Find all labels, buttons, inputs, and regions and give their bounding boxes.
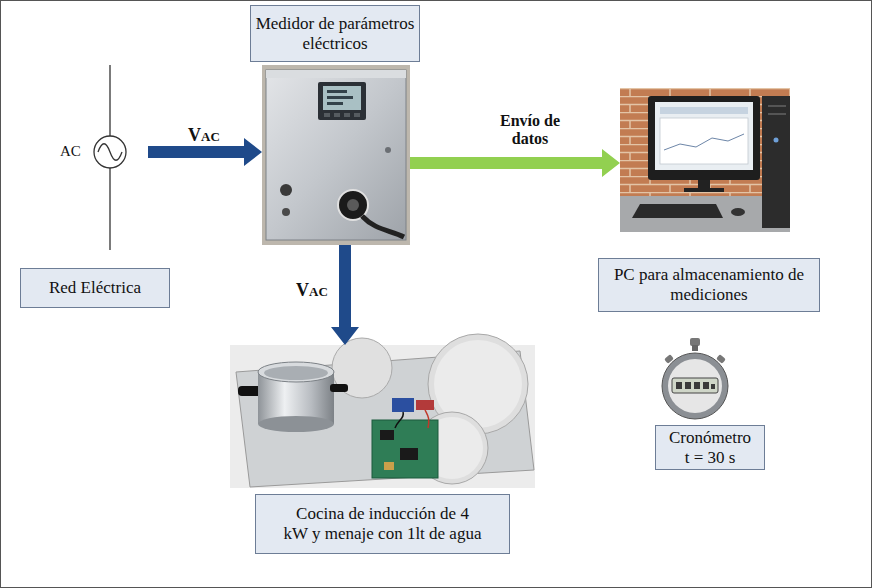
stopwatch-icon: [662, 338, 728, 419]
caption-box: Red Eléctrica: [20, 268, 170, 308]
illustration-node: Red Eléctrica: [92, 65, 148, 250]
arrow-label: Envío de datos: [486, 112, 574, 149]
meter-photo: [262, 65, 410, 245]
illustration-node: Cocina de inducción de 4 kW y menaje con…: [230, 345, 535, 488]
block-arrow: [331, 245, 359, 345]
pc-photo: [620, 88, 790, 232]
caption-box: Cronómetro t = 30 s: [655, 425, 765, 470]
arrow-label: VAC: [186, 125, 222, 146]
ac-source-symbol: [94, 65, 126, 250]
illustration-node: Medidor de parámetros eléctricos: [262, 65, 410, 245]
source-label: AC: [60, 143, 81, 160]
caption-box: PC para almacenamiento de mediciones: [598, 258, 820, 312]
illustration-node: Cronómetro t = 30 s: [660, 338, 730, 422]
block-arrow: [410, 149, 620, 177]
caption-box: Cocina de inducción de 4 kW y menaje con…: [255, 494, 510, 554]
arrow-label: VAC: [294, 280, 330, 301]
illustration-node: PC para almacenamiento de mediciones: [620, 88, 790, 232]
induction-stove-photo: [230, 334, 535, 488]
caption-box: Medidor de parámetros eléctricos: [250, 5, 420, 62]
